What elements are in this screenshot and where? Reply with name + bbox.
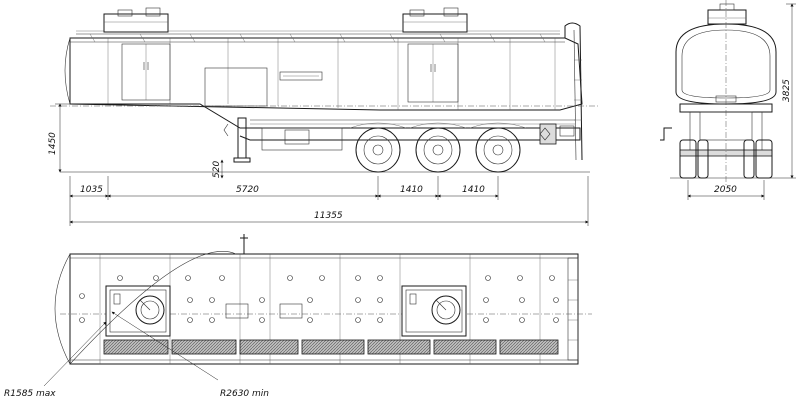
rear-view: 3825 2050 (660, 0, 796, 200)
wheel-axle-2 (409, 122, 467, 173)
manhole-hatch-front (105, 285, 171, 337)
support-leg (223, 117, 251, 163)
axle-spacing-1-label: 1410 (400, 185, 423, 195)
front-overhang-label: 1035 (80, 185, 103, 195)
turn-radius-label: R2630 min (220, 389, 269, 399)
wheelbase-label: 5720 (236, 185, 259, 195)
wheel-axle-1 (349, 122, 407, 173)
track-width-label: 2050 (714, 185, 737, 195)
overall-height-label: 3825 (782, 79, 792, 102)
support-leg-height-label: 520 (212, 161, 222, 178)
tank-body (64, 30, 583, 111)
bolt-holes (79, 275, 559, 323)
fifth-wheel-height-label: 1450 (48, 132, 58, 155)
axle-spacing-2-label: 1410 (462, 185, 485, 195)
wheel-axle-3 (469, 122, 527, 173)
rear-ladder (564, 22, 583, 161)
side-view: 1450 520 1035 5720 1410 1410 11355 (48, 7, 600, 226)
front-radius-label: R1585 max (4, 389, 56, 399)
walkway-grates (103, 339, 559, 355)
manhole-dome-rear (402, 7, 468, 33)
chassis-frame (70, 103, 581, 151)
overall-length-label: 11355 (314, 211, 343, 221)
manhole-dome-front (103, 7, 169, 33)
side-dimensions: 1450 520 1035 5720 1410 1410 11355 (48, 103, 589, 226)
top-view: R1585 max R2630 min (4, 234, 592, 399)
manhole-hatch-rear (401, 285, 467, 337)
